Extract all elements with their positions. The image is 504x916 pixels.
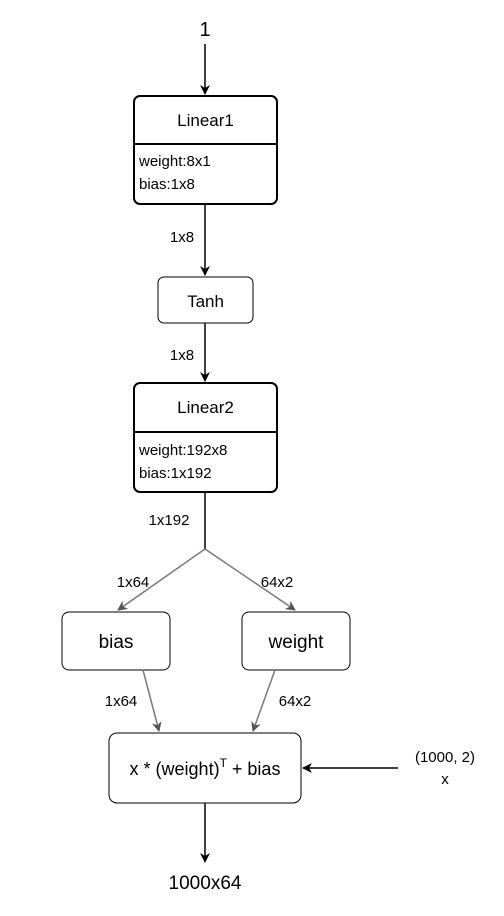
weight-box (241, 611, 351, 671)
edge-label-split-weight: 64x2 (261, 574, 294, 591)
linear1-node: Linear1 weight:8x1 bias:1x8 (133, 95, 278, 205)
weight-title: weight (268, 632, 325, 653)
linear2-node: Linear2 weight:192x8 bias:1x192 (133, 382, 278, 493)
bias-title: bias (99, 632, 134, 653)
operation-node: x * (weight)T + bias (108, 732, 302, 804)
edge-label-split-bias: 1x64 (117, 574, 150, 591)
arrow-split-to-weight (204, 548, 296, 611)
arrow-bias-to-operation (142, 669, 162, 732)
linear1-weight: weight:8x1 (138, 153, 211, 170)
operation-superscript: T (220, 756, 228, 770)
linear2-bias: bias:1x192 (139, 465, 212, 482)
bias-node: bias (61, 611, 171, 671)
input-label: 1 (199, 19, 210, 41)
edge-label-weight-operation: 64x2 (279, 693, 312, 710)
operation-suffix: + bias (227, 759, 281, 779)
operation-formula: x * (weight)T + bias (130, 756, 281, 779)
edge-label-linear2-split: 1x192 (149, 512, 190, 529)
edge-label-linear1-tanh: 1x8 (170, 229, 194, 246)
operation-prefix: x * (weight) (130, 759, 220, 779)
linear2-weight: weight:192x8 (138, 442, 227, 459)
arrow-split-to-bias (117, 548, 206, 611)
edge-label-bias-operation: 1x64 (105, 693, 138, 710)
bias-box (61, 611, 171, 671)
weight-node: weight (241, 611, 351, 671)
x-input-name: x (441, 771, 449, 788)
output-label: 1000x64 (169, 873, 242, 894)
edge-label-tanh-linear2: 1x8 (170, 347, 194, 364)
linear2-title: Linear2 (177, 398, 234, 417)
linear1-title: Linear1 (177, 111, 234, 130)
linear1-bias: bias:1x8 (139, 176, 195, 193)
tanh-node: Tanh (157, 276, 254, 324)
arrow-weight-to-operation (251, 669, 276, 732)
tanh-title: Tanh (187, 292, 224, 311)
x-input-shape: (1000, 2) (415, 749, 475, 766)
